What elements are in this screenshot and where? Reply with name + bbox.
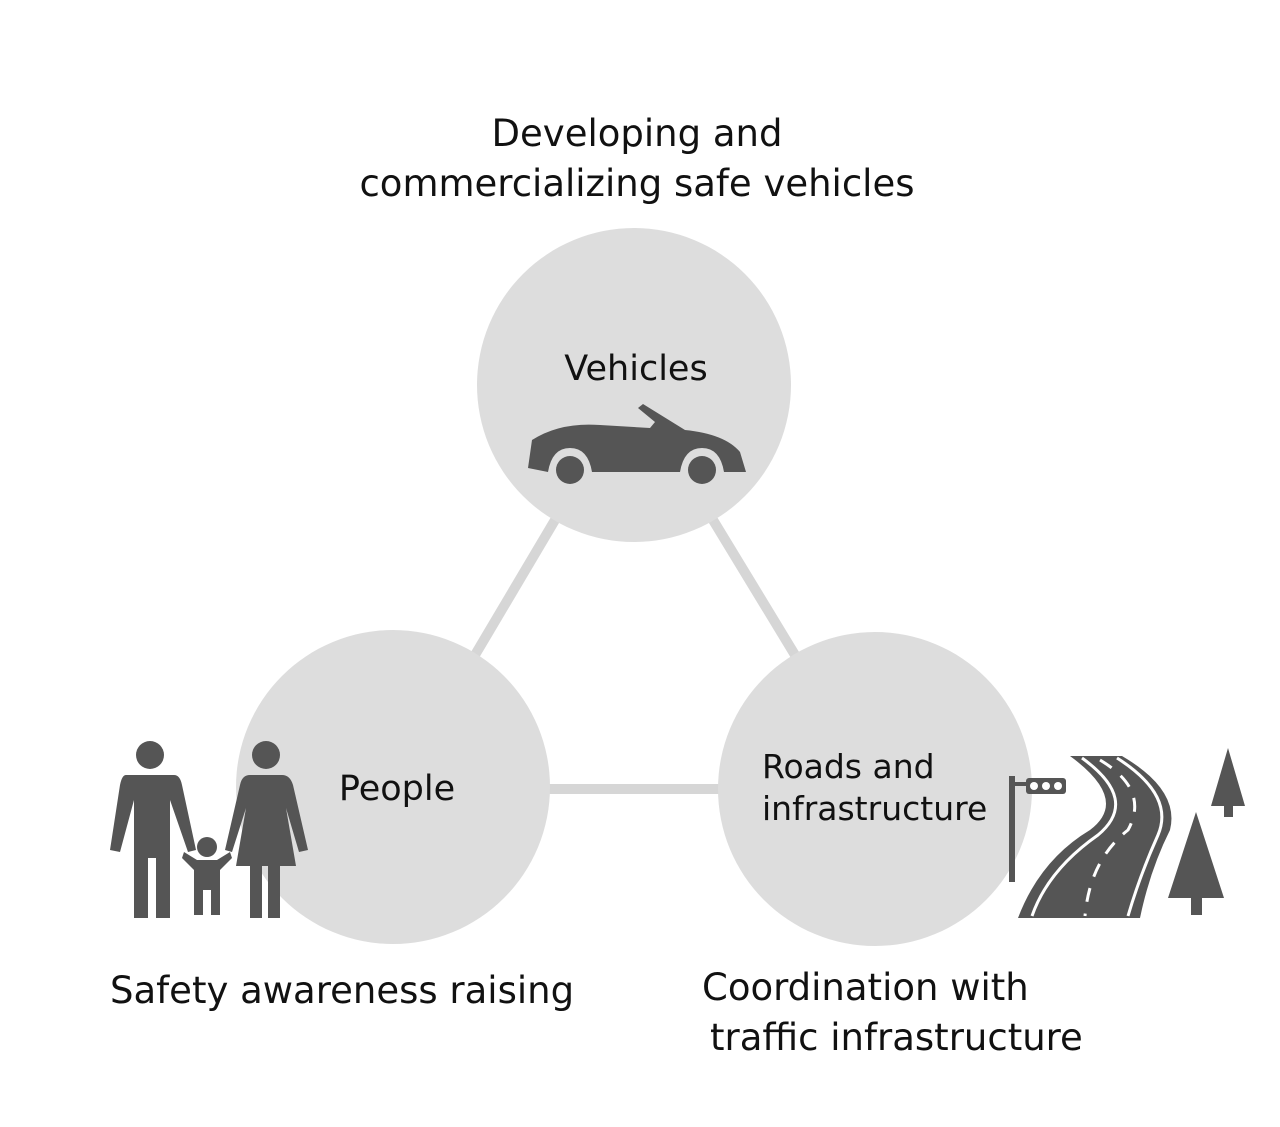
car-icon (528, 404, 746, 484)
people-circle (236, 630, 550, 944)
road-icon (1009, 748, 1245, 918)
top-caption-line1: Developing and (492, 112, 783, 155)
people-label: People (339, 769, 455, 809)
vehicles-label: Vehicles (564, 349, 707, 389)
right-caption-line2: traffic infrastructure (710, 1016, 1083, 1059)
roads-circle (718, 632, 1032, 946)
tree-icon (1168, 748, 1245, 915)
connector-vehicles-roads (708, 517, 800, 658)
top-caption-line2: commercializing safe vehicles (359, 162, 914, 205)
roads-label-line2: infrastructure (762, 789, 987, 828)
traffic-light-icon (1009, 776, 1066, 882)
connectors (470, 517, 800, 794)
right-caption-line1: Coordination with (702, 966, 1029, 1009)
connector-vehicles-people (470, 517, 560, 658)
left-caption: Safety awareness raising (110, 969, 574, 1012)
roads-label-line1: Roads and (762, 747, 935, 786)
family-icon (110, 741, 308, 918)
